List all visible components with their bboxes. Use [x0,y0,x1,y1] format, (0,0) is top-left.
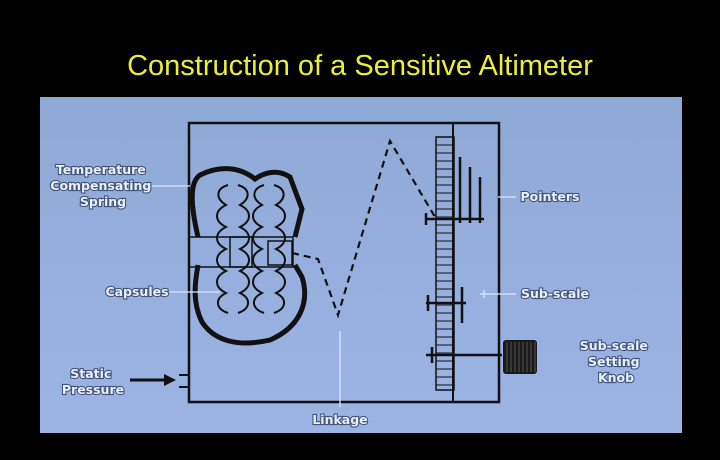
label-sub-scale-setting-knob: Sub-scale Setting Knob [580,338,652,385]
knob-shaft [426,347,502,363]
capsules [216,184,286,314]
gear-rack [435,136,455,391]
altimeter-diagram: Temperature Compensating Spring Capsules… [40,97,682,433]
knob-ridges [506,342,536,372]
temperature-compensating-spring [189,166,308,346]
diagram-background [40,97,682,433]
capsule-frame-center [229,236,253,268]
label-static-pressure: Static Pressure [62,366,124,397]
sub-scale-setting-knob[interactable] [503,340,537,374]
slide-title: Construction of a Sensitive Altimeter [127,50,593,82]
leader-lines [152,185,516,407]
label-capsules: Capsules [105,284,168,299]
pointers [424,157,484,225]
gear-rack-teeth [436,144,454,386]
linkage [291,138,436,319]
label-temperature-compensating-spring: Temperature Compensating Spring [50,162,155,209]
static-port [179,374,189,388]
label-linkage: Linkage [312,412,367,427]
label-pointers: Pointers [521,189,580,204]
sub-scale-shaft [426,287,466,323]
static-pressure-arrowhead [164,374,176,386]
label-sub-scale: Sub-scale [521,286,589,301]
